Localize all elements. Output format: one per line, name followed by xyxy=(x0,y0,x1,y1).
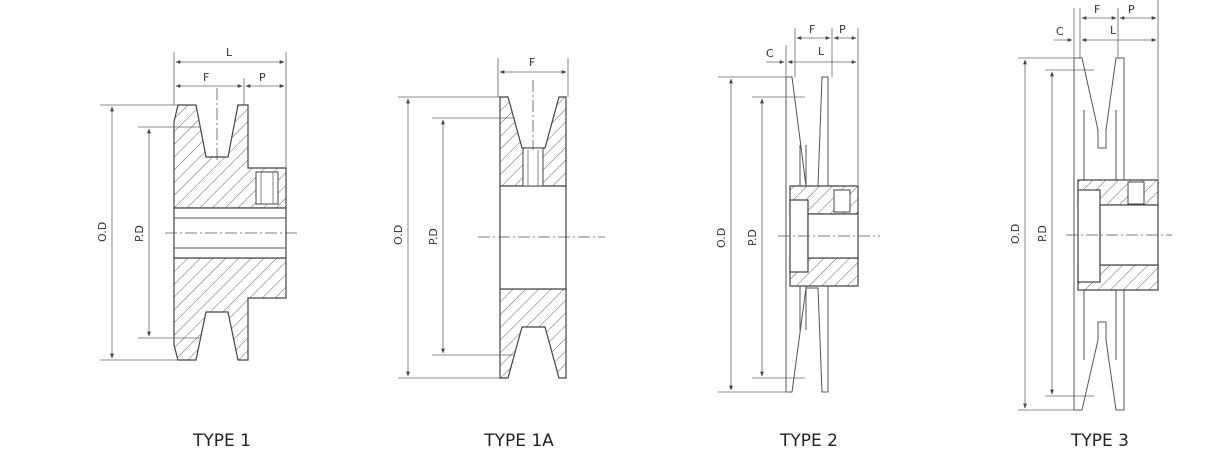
type-3-c-label: C xyxy=(1056,25,1064,38)
type-3-f-label: F xyxy=(1094,3,1100,16)
type-3-p-label: P xyxy=(1128,3,1135,16)
type-2-pd-label: P.D xyxy=(746,229,759,246)
type-1a-caption: TYPE 1A xyxy=(483,431,554,451)
type-2-f-label: F xyxy=(809,23,815,36)
type-2-figure: O.D P.D F P C L TYPE 2 xyxy=(715,23,880,451)
type-1-p-label: P xyxy=(259,71,266,84)
type-1-f-label: F xyxy=(203,71,209,84)
type-1-l-label: L xyxy=(226,46,233,59)
type-1-figure: O.D P.D L F P TYPE 1 xyxy=(96,46,300,451)
type-2-l-label: L xyxy=(818,45,825,58)
type-1a-f-label: F xyxy=(529,56,535,69)
type-1-pd-label: P.D xyxy=(133,225,146,242)
type-3-od-label: O.D xyxy=(1009,224,1022,244)
type-1-od-label: O.D xyxy=(96,222,109,242)
type-3-caption: TYPE 3 xyxy=(1070,431,1129,451)
type-3-figure: O.D P.D F P C L TYPE 3 xyxy=(1009,0,1172,451)
type-1-caption: TYPE 1 xyxy=(192,431,251,451)
type-2-od-label: O.D xyxy=(715,228,728,248)
type-1a-od-label: O.D xyxy=(392,225,405,245)
type-3-pd-label: P.D xyxy=(1036,225,1049,242)
type-3-l-label: L xyxy=(1110,24,1117,37)
type-2-caption: TYPE 2 xyxy=(779,431,838,451)
type-2-c-label: C xyxy=(766,47,774,60)
type-2-p-label: P xyxy=(839,23,846,36)
type-1a-figure: O.D P.D F TYPE 1A xyxy=(392,56,605,451)
type-1a-pd-label: P.D xyxy=(427,228,440,245)
